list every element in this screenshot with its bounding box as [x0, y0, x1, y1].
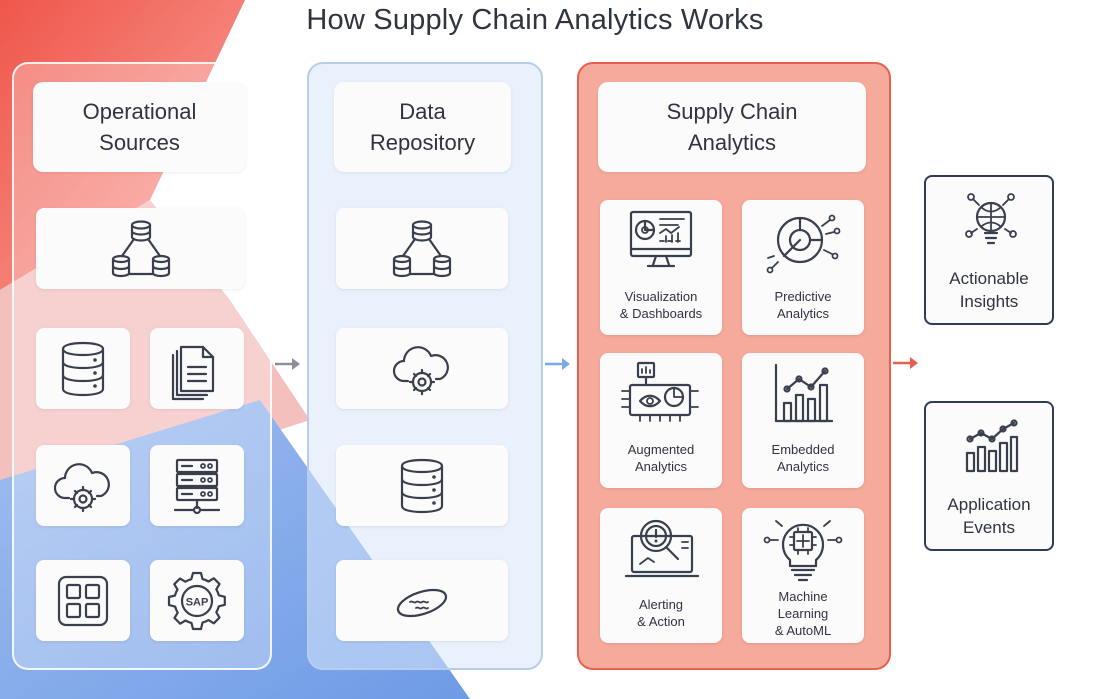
blue-arrow [545, 358, 570, 370]
svg-text:SAP: SAP [186, 596, 209, 608]
operational-sources-header: Operational Sources [33, 82, 246, 172]
analytics-tile-alerting: Alerting & Action [600, 508, 722, 643]
analytics-tile-predictive: Predictive Analytics [742, 200, 864, 335]
dashboard-monitor-icon [629, 210, 693, 268]
analytics-tile-augmented: Augmented Analytics [600, 353, 722, 488]
analytics-tile-visualization: Visualization & Dashboards [600, 200, 722, 335]
augmented-analytics-icon [621, 361, 699, 422]
data-repository-header: Data Repository [334, 82, 511, 172]
source-tile-server-rack [150, 445, 244, 526]
output-label: Actionable Insights [949, 269, 1029, 311]
analytics-label: Embedded Analytics [771, 442, 835, 474]
database-hierarchy-icon [111, 219, 170, 277]
source-tile-database-server [36, 328, 130, 409]
page-title: How Supply Chain Analytics Works [306, 4, 764, 36]
bar-line-chart-icon [965, 419, 1019, 473]
sap-gear-icon: SAP [167, 571, 226, 630]
insight-bulb-icon [965, 193, 1017, 245]
analytics-label: Predictive Analytics [774, 289, 832, 321]
source-tile-documents [150, 328, 244, 409]
analytics-tile-embedded: Embedded Analytics [742, 353, 864, 488]
ml-lightbulb-icon [763, 520, 843, 582]
server-rack-icon [173, 458, 221, 514]
repo-tile-data-lake [336, 560, 508, 641]
predictive-chart-icon [766, 214, 841, 274]
database-server-icon [61, 341, 105, 396]
embedded-chart-icon [774, 363, 834, 423]
alert-search-icon [624, 519, 700, 578]
source-tile-database-hierarchy [36, 208, 245, 289]
app-grid-icon [57, 575, 109, 626]
output-application-events: Application Events [924, 401, 1054, 551]
supply-chain-analytics-header: Supply Chain Analytics [598, 82, 866, 172]
database-hierarchy-icon [392, 219, 452, 277]
red-arrow [893, 357, 918, 369]
analytics-label: Visualization & Dashboards [619, 289, 703, 321]
repo-tile-cloud-gear [336, 328, 508, 409]
output-label: Application Events [947, 495, 1031, 537]
analytics-tile-machine-learning: Machine Learning & AutoML [742, 508, 864, 643]
data-lake-icon [396, 588, 448, 617]
cloud-gear-icon [392, 345, 449, 395]
database-server-icon [400, 458, 444, 513]
source-tile-sap: SAP [150, 560, 244, 641]
analytics-label: Augmented Analytics [627, 442, 695, 474]
analytics-label: Alerting & Action [637, 597, 685, 629]
gray-arrow [275, 358, 300, 370]
output-actionable-insights: Actionable Insights [924, 175, 1054, 325]
source-tile-cloud-gear [36, 445, 130, 526]
documents-icon [171, 345, 215, 400]
repo-tile-database-server [336, 445, 508, 526]
cloud-gear-icon [53, 462, 110, 512]
repo-tile-database-hierarchy [336, 208, 508, 289]
source-tile-app-grid [36, 560, 130, 641]
analytics-label: Machine Learning & AutoML [774, 589, 832, 638]
